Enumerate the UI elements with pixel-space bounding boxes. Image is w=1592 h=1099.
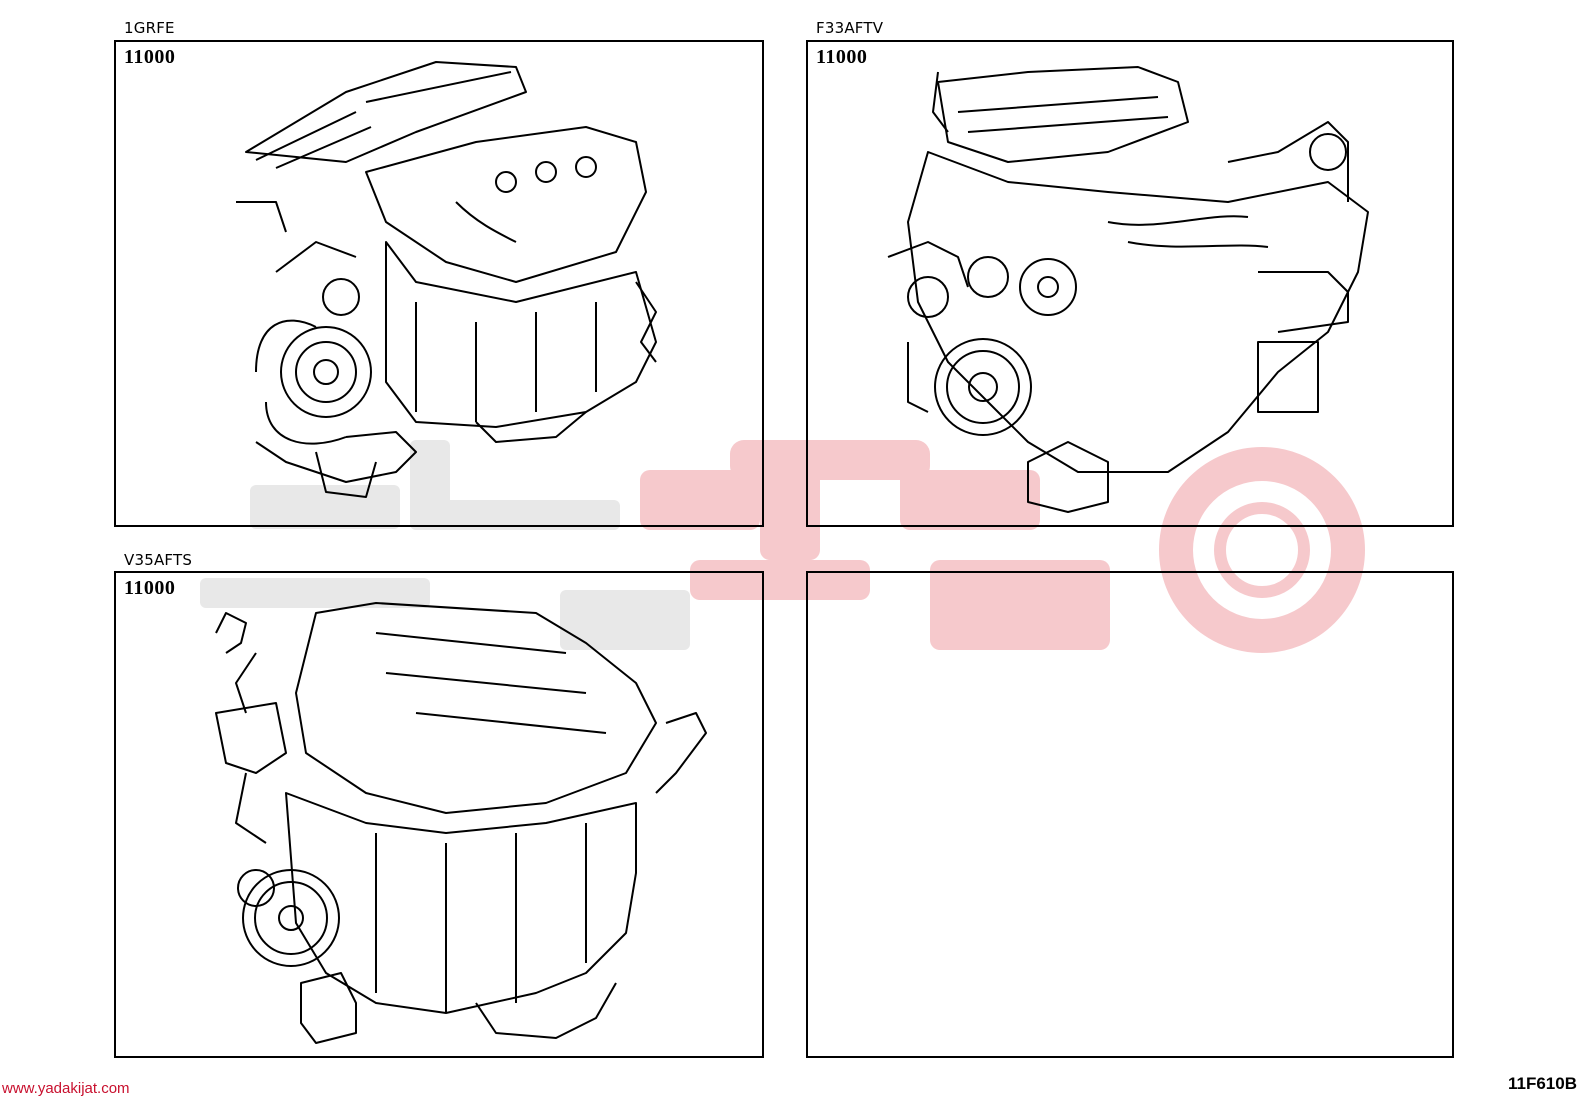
part-number-1[interactable]: 11000 [124,46,176,68]
engine-drawing-f33aftv-icon [887,66,1369,513]
website-link[interactable]: www.yadakijat.com [2,1080,130,1097]
engine-code-label-3: V35AFTS [124,551,193,569]
engine-code-label-1: 1GRFE [124,19,175,37]
engine-code-label-2: F33AFTV [816,19,884,37]
drawing-id: 11F610B [1508,1074,1577,1093]
engine-drawing-v35afts-icon [215,602,707,1044]
engine-drawing-1grfe-icon [236,61,657,498]
part-number-3[interactable]: 11000 [124,577,176,599]
diagram-panel-1[interactable]: 11000 [114,40,764,527]
part-number-2[interactable]: 11000 [816,46,868,68]
diagram-panel-3[interactable]: 11000 [114,571,764,1058]
diagram-panel-2[interactable]: 11000 [806,40,1454,527]
diagram-panel-4 [806,571,1454,1058]
